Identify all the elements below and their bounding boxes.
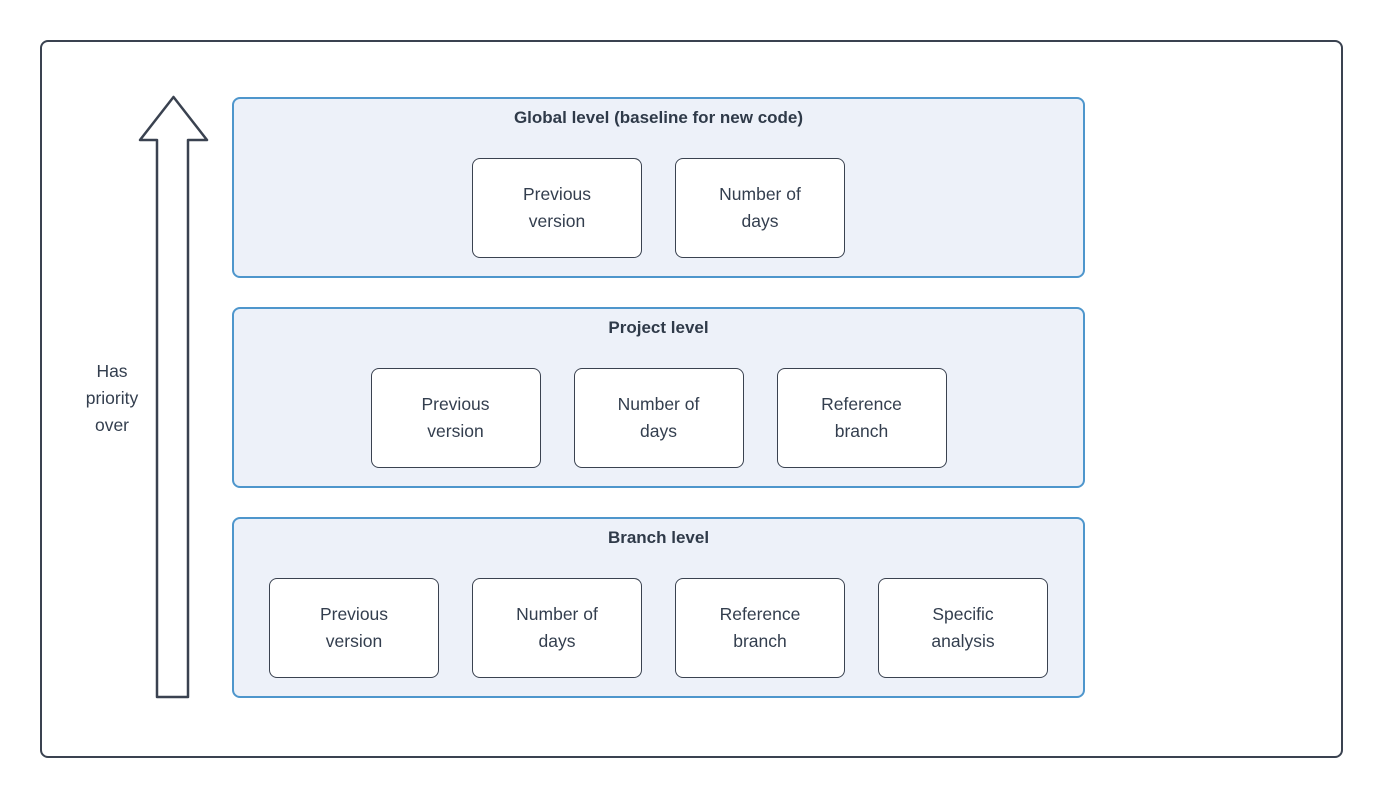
up-arrow-icon — [138, 95, 209, 699]
parameter-boxes: Previous version Number of days Referenc… — [234, 368, 1083, 468]
parameter-box-number-of-days: Number of days — [573, 368, 744, 468]
box-label-line: analysis — [931, 631, 995, 651]
box-label-line: Previous — [319, 604, 389, 624]
parameter-boxes: Previous version Number of days Referenc… — [234, 578, 1083, 678]
priority-label: Has priority over — [60, 358, 164, 439]
section-title: Global level (baseline for new code) — [513, 108, 804, 127]
priority-label-line: over — [94, 415, 130, 435]
parameter-box-number-of-days: Number of days — [472, 578, 642, 678]
box-label-line: Number of — [617, 394, 700, 414]
parameter-box-reference-branch: Reference branch — [776, 368, 947, 468]
box-label-line: version — [528, 211, 586, 231]
section-title: Project level — [608, 318, 709, 337]
parameter-box-previous-version: Previous version — [370, 368, 541, 468]
box-label-line: Previous — [421, 394, 490, 414]
box-label-line: Reference — [719, 604, 801, 624]
section-branch-level: Branch level Previous version Number of … — [232, 517, 1085, 698]
parameter-boxes: Previous version Number of days — [234, 158, 1083, 258]
section-title: Branch level — [607, 528, 710, 547]
parameter-box-reference-branch: Reference branch — [675, 578, 845, 678]
box-label-line: days — [741, 211, 779, 231]
parameter-box-previous-version: Previous version — [269, 578, 439, 678]
box-label-line: days — [640, 421, 677, 441]
box-label-line: Reference — [821, 394, 902, 414]
parameter-box-specific-analysis: Specific analysis — [878, 578, 1048, 678]
section-global-level: Global level (baseline for new code) Pre… — [232, 97, 1085, 278]
parameter-box-number-of-days: Number of days — [675, 158, 845, 258]
priority-label-line: Has — [96, 361, 128, 381]
box-label-line: version — [325, 631, 383, 651]
box-label-line: Previous — [522, 184, 592, 204]
priority-label-line: priority — [85, 388, 139, 408]
box-label-line: branch — [834, 421, 889, 441]
section-project-level: Project level Previous version Number of… — [232, 307, 1085, 488]
parameter-box-previous-version: Previous version — [472, 158, 642, 258]
box-label-line: Number of — [719, 184, 801, 204]
outer-frame — [40, 40, 1343, 758]
box-label-line: days — [538, 631, 576, 651]
box-label-line: branch — [733, 631, 787, 651]
box-label-line: version — [427, 421, 484, 441]
box-label-line: Specific — [932, 604, 994, 624]
box-label-line: Number of — [516, 604, 598, 624]
